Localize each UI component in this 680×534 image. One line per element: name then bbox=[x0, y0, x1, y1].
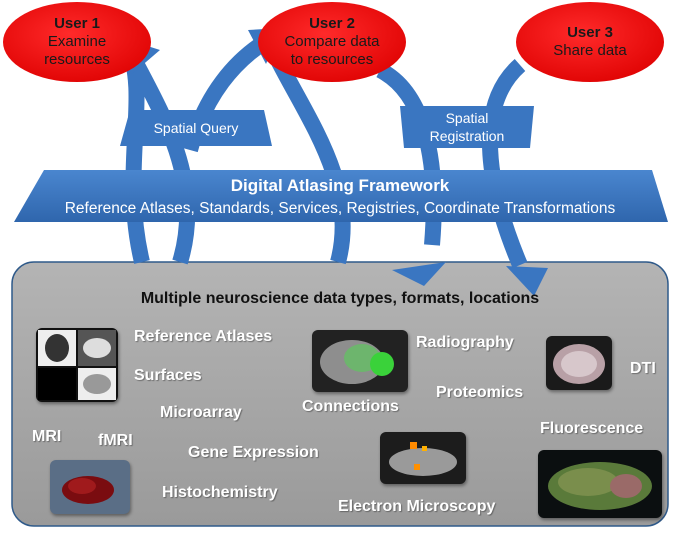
user-1-line2: resources bbox=[44, 51, 110, 68]
user-1-line1: Examine bbox=[47, 33, 107, 50]
framework-subtitle: Reference Atlases, Standards, Services, … bbox=[64, 200, 616, 217]
user-3-line1: Share data bbox=[553, 42, 627, 59]
label-fmri: fMRI bbox=[98, 432, 133, 449]
label-histochemistry: Histochemistry bbox=[162, 484, 278, 501]
label-fluorescence: Fluorescence bbox=[540, 420, 644, 437]
user-2-ellipse bbox=[258, 2, 406, 82]
data-types-title: Multiple neuroscience data types, format… bbox=[140, 290, 540, 307]
reference-atlas-thumbnail bbox=[36, 328, 118, 402]
spatial-query-box bbox=[120, 110, 272, 146]
label-electron-microscopy: Electron Microscopy bbox=[338, 498, 496, 515]
label-gene-expression: Gene Expression bbox=[188, 444, 319, 461]
label-radiography: Radiography bbox=[416, 334, 514, 351]
framework-band bbox=[14, 170, 668, 222]
user-1: User 1 Examine resources bbox=[15, 15, 139, 69]
user-1-title: User 1 bbox=[54, 15, 100, 32]
label-proteomics: Proteomics bbox=[436, 384, 524, 401]
fluorescence-thumbnail bbox=[538, 450, 662, 518]
arc-right-b bbox=[482, 58, 528, 269]
arrowhead-data-1 bbox=[392, 262, 446, 286]
user-1-ellipse bbox=[3, 2, 151, 82]
arc-left-b bbox=[120, 44, 196, 265]
spatial-query-label: Spatial Query bbox=[153, 120, 239, 136]
spatial-registration-label: Spatial Registration bbox=[404, 109, 530, 145]
connections-thumbnail bbox=[312, 330, 408, 392]
user-3-ellipse bbox=[516, 2, 664, 82]
mri-thumbnail bbox=[50, 460, 130, 514]
label-reference-atlases: Reference Atlases bbox=[134, 328, 273, 345]
spatial-registration-box bbox=[400, 106, 534, 148]
framework-title: Digital Atlasing Framework bbox=[230, 176, 450, 195]
spatial-registration-line2: Registration bbox=[429, 128, 505, 144]
user-2-title: User 2 bbox=[309, 15, 355, 32]
user-3-title: User 3 bbox=[567, 24, 613, 41]
spatial-registration-line1: Spatial bbox=[445, 110, 489, 126]
arrowhead-data-2 bbox=[506, 266, 548, 296]
label-surfaces: Surfaces bbox=[134, 367, 202, 384]
electron-microscopy-thumbnail bbox=[380, 432, 466, 484]
user-2-line1: Compare data bbox=[284, 33, 380, 50]
user-2-line2: to resources bbox=[290, 51, 374, 68]
label-connections: Connections bbox=[302, 398, 399, 415]
dti-thumbnail bbox=[546, 336, 612, 390]
user-3: User 3 Share data bbox=[528, 24, 652, 60]
label-microarray: Microarray bbox=[160, 404, 242, 421]
label-dti: DTI bbox=[630, 360, 656, 377]
user-2: User 2 Compare data to resources bbox=[270, 15, 394, 69]
label-mri: MRI bbox=[32, 428, 62, 445]
